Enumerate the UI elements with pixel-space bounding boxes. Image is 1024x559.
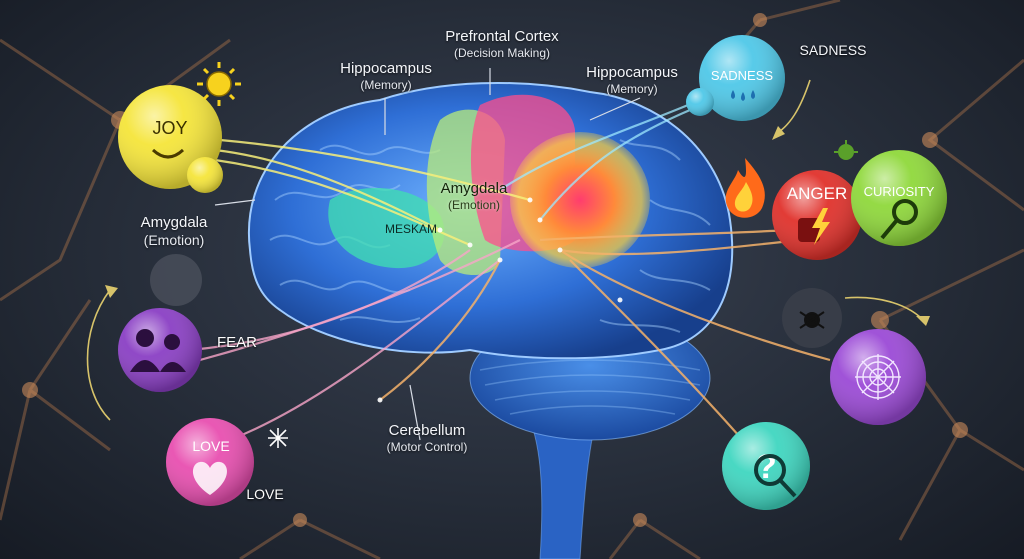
love-inner-label: LOVE bbox=[192, 438, 230, 454]
fear-bubble[interactable] bbox=[118, 254, 202, 392]
prefrontal-cortex-label: Prefrontal Cortex (Decision Making) bbox=[434, 28, 570, 60]
sadness-outer-label: SADNESS bbox=[799, 42, 867, 58]
synapse-dots bbox=[377, 197, 623, 403]
sadness-bubble[interactable] bbox=[686, 35, 785, 121]
cerebellum-subtitle: (Motor Control) bbox=[386, 440, 468, 454]
neuron-icon bbox=[834, 140, 858, 160]
joy-bubble[interactable] bbox=[118, 85, 223, 193]
hippocampus-left-title: Hippocampus bbox=[340, 60, 432, 77]
magnifier-icon bbox=[880, 199, 918, 240]
hippocampus-right-subtitle: (Memory) bbox=[606, 82, 658, 96]
question-bubble[interactable]: ? bbox=[722, 422, 810, 510]
hippocampus-right-label: Hippocampus (Memory) bbox=[572, 64, 692, 96]
joy-label: JOY bbox=[152, 118, 188, 138]
hippocampus-left-subtitle: (Memory) bbox=[360, 78, 412, 92]
sadness-inner-label: SADNESS bbox=[710, 68, 774, 83]
anger-label: ANGER bbox=[786, 184, 848, 203]
amygdala-left-title: Amygdala bbox=[140, 214, 208, 231]
amygdala-left-label: Amygdala (Emotion) bbox=[124, 214, 224, 249]
anger-bubble[interactable] bbox=[772, 170, 862, 260]
amygdala-center-subtitle: (Emotion) bbox=[447, 198, 500, 212]
heart-hands-icon bbox=[193, 461, 227, 495]
amygdala-left-subtitle: (Emotion) bbox=[143, 232, 205, 248]
hippocampus-right-title: Hippocampus bbox=[586, 64, 678, 81]
prefrontal-cortex-subtitle: (Decision Making) bbox=[453, 46, 551, 60]
curiosity-bubble[interactable] bbox=[851, 150, 947, 246]
hippocampus-region bbox=[328, 188, 445, 269]
fire-icon bbox=[725, 158, 765, 218]
cerebellum-title: Cerebellum bbox=[388, 422, 466, 439]
sun-icon bbox=[197, 62, 241, 106]
meskam-label: MESKAM bbox=[384, 222, 437, 236]
cerebellum-label: Cerebellum (Motor Control) bbox=[372, 422, 482, 454]
fist-lightning-icon bbox=[798, 208, 830, 245]
raindrops-icon bbox=[731, 90, 755, 101]
fear-label: FEAR bbox=[216, 334, 257, 351]
web-icon bbox=[855, 354, 901, 400]
neural-pathways bbox=[189, 98, 831, 461]
amygdala-center-title: Amygdala bbox=[440, 180, 508, 197]
love-bubble[interactable] bbox=[166, 418, 288, 506]
curiosity-label: CURIOSITY bbox=[863, 184, 935, 199]
magnifier-icon bbox=[754, 454, 797, 498]
amygdala-center-label: Amygdala (Emotion) bbox=[424, 180, 524, 212]
label-leader-lines bbox=[214, 68, 641, 441]
love-outer-label: LOVE bbox=[246, 486, 284, 502]
prefrontal-cortex-title: Prefrontal Cortex bbox=[445, 28, 559, 45]
spider-icon bbox=[799, 311, 825, 329]
silhouettes-icon bbox=[130, 329, 186, 372]
emotion-glow-region bbox=[510, 132, 650, 268]
smile-icon bbox=[151, 148, 185, 159]
neuron-icon bbox=[268, 428, 288, 448]
hippocampus-left-label: Hippocampus (Memory) bbox=[326, 60, 446, 92]
spider-bubble[interactable] bbox=[782, 288, 926, 425]
